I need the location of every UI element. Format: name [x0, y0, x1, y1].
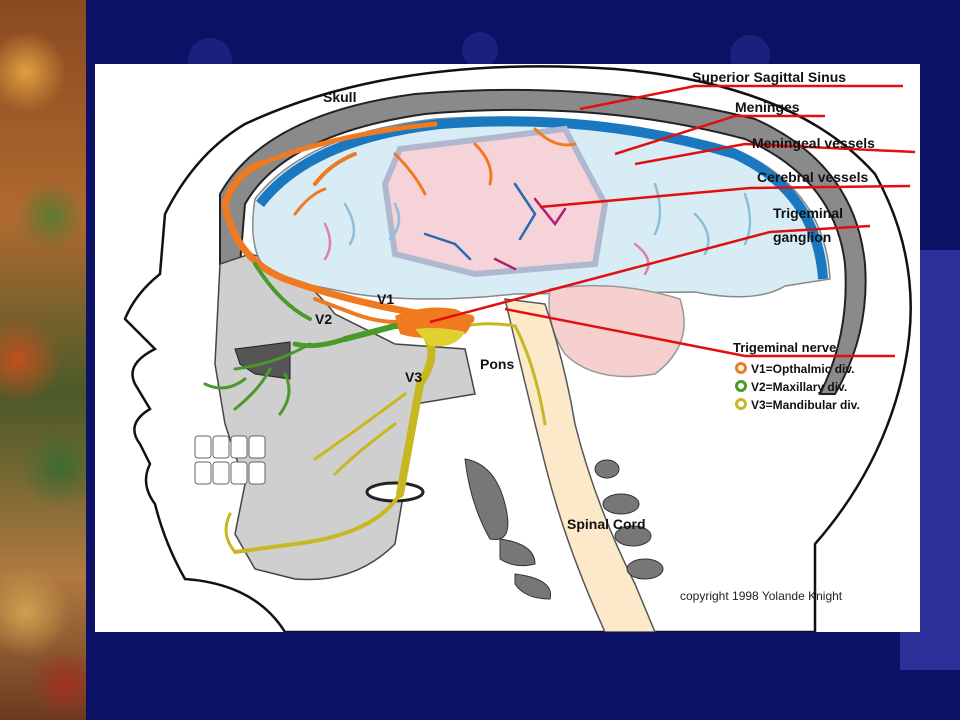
legend: Trigeminal nerve V1=Opthalmic div. V2=Ma… — [733, 340, 860, 412]
legend-item-v1: V1=Opthalmic div. — [751, 362, 854, 376]
label-pons: Pons — [480, 356, 514, 372]
label-superior-sagittal-sinus: Superior Sagittal Sinus — [692, 69, 846, 85]
legend-item-v3: V3=Mandibular div. — [751, 398, 860, 412]
label-skull: Skull — [323, 89, 356, 105]
label-v2: V2 — [315, 311, 332, 327]
skull — [219, 88, 867, 395]
label-trigeminal-ganglion-2: ganglion — [773, 229, 831, 245]
cerebrum — [381, 125, 609, 278]
label-v1: V1 — [377, 291, 394, 307]
label-trigeminal-ganglion-1: Trigeminal — [773, 205, 843, 221]
cerebral-vessels — [323, 182, 752, 276]
label-meninges: Meninges — [735, 99, 800, 115]
sinus-cavity — [234, 341, 291, 380]
legend-marker-v1 — [735, 362, 747, 374]
trigeminal-ganglion-yellow — [415, 328, 465, 347]
label-spinal-cord: Spinal Cord — [567, 516, 646, 532]
trigeminal-nerve-diagram: Superior Sagittal Sinus Skull Meninges M… — [123, 65, 916, 632]
label-cerebral-vessels: Cerebral vessels — [757, 169, 869, 185]
anatomy-diagram-panel: Superior Sagittal Sinus Skull Meninges M… — [95, 64, 920, 632]
legend-marker-v3 — [735, 398, 747, 410]
legend-marker-v2 — [735, 380, 747, 392]
legend-item-v2: V2=Maxillary div. — [751, 380, 847, 394]
teeth — [194, 435, 266, 485]
label-meningeal-vessels: Meningeal vessels — [752, 135, 875, 151]
label-v3: V3 — [405, 369, 422, 385]
spinal-cord — [504, 298, 656, 632]
leader-lines — [429, 84, 916, 358]
superior-sagittal-sinus — [256, 116, 828, 280]
legend-title: Trigeminal nerve — [733, 340, 836, 355]
copyright-text: copyright 1998 Yolande Knight — [680, 589, 843, 603]
vertebrae — [464, 458, 664, 600]
decorative-left-strip — [0, 0, 86, 720]
